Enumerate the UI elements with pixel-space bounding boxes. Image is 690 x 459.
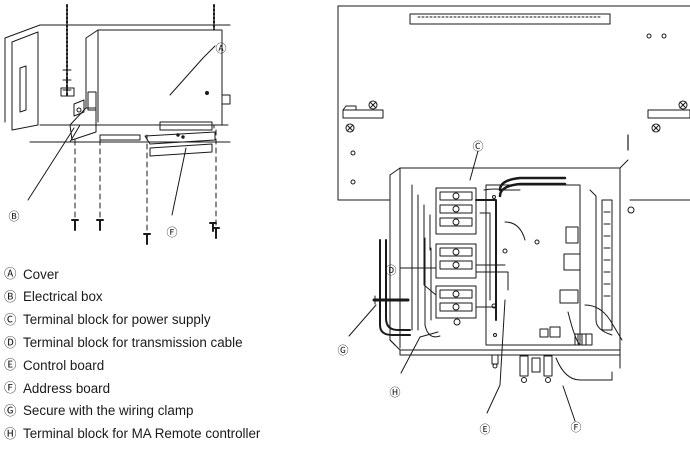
callout-f-right: Ⓕ: [571, 421, 582, 434]
left-unit-illustration: [4, 4, 231, 245]
legend-key: Ⓑ: [4, 288, 17, 304]
legend-label: Address board: [23, 380, 111, 396]
legend-label: Electrical box: [23, 289, 103, 305]
legend-label: Cover: [23, 266, 59, 282]
legend-item-terminal-ma-remote: Ⓗ Terminal block for MA Remote controlle…: [4, 423, 364, 446]
legend-item-terminal-transmission: Ⓓ Terminal block for transmission cable: [4, 331, 364, 354]
cover: [85, 29, 231, 131]
callout-a: Ⓐ: [216, 42, 227, 55]
legend-key: Ⓓ: [4, 334, 17, 350]
legend: Ⓐ Cover Ⓑ Electrical box Ⓒ Terminal bloc…: [4, 263, 364, 445]
legend-key: Ⓖ: [4, 402, 17, 418]
legend-label: Secure with the wiring clamp: [23, 403, 194, 419]
screw: [71, 219, 220, 245]
legend-item-wiring-clamp: Ⓖ Secure with the wiring clamp: [4, 400, 364, 423]
legend-key: Ⓔ: [4, 357, 17, 373]
legend-label: Terminal block for power supply: [23, 312, 211, 328]
terminal-block-transmission: [435, 243, 477, 279]
legend-key: Ⓕ: [4, 380, 17, 396]
callout-f-left: Ⓕ: [167, 226, 178, 239]
callout-b: Ⓑ: [9, 210, 20, 223]
legend-label: Terminal block for transmission cable: [23, 335, 243, 351]
legend-item-cover: Ⓐ Cover: [4, 263, 364, 286]
address-board: [491, 354, 613, 383]
callout-g: Ⓖ: [338, 344, 349, 357]
electrical-box: [69, 91, 97, 141]
legend-key: Ⓗ: [4, 425, 17, 441]
board-connectors: [567, 189, 623, 346]
callout-d: Ⓓ: [386, 264, 397, 277]
terminal-block-ma-remote: [435, 285, 477, 326]
legend-label: Terminal block for MA Remote controller: [23, 426, 261, 442]
legend-item-terminal-power: Ⓒ Terminal block for power supply: [4, 309, 364, 332]
callout-e: Ⓔ: [480, 423, 491, 436]
legend-item-electrical-box: Ⓑ Electrical box: [4, 286, 364, 309]
legend-key: Ⓒ: [4, 311, 17, 327]
legend-item-control-board: Ⓔ Control board: [4, 354, 364, 377]
legend-key: Ⓐ: [4, 266, 17, 282]
right-unit-illustration: [337, 5, 690, 422]
electrical-box-open: [389, 159, 635, 369]
legend-item-address-board: Ⓕ Address board: [4, 377, 364, 400]
terminal-block-power: [435, 187, 477, 235]
wiring-cables: [372, 176, 567, 338]
callout-c: Ⓒ: [473, 140, 484, 153]
legend-label: Control board: [23, 357, 105, 373]
callout-h: Ⓗ: [390, 386, 401, 399]
